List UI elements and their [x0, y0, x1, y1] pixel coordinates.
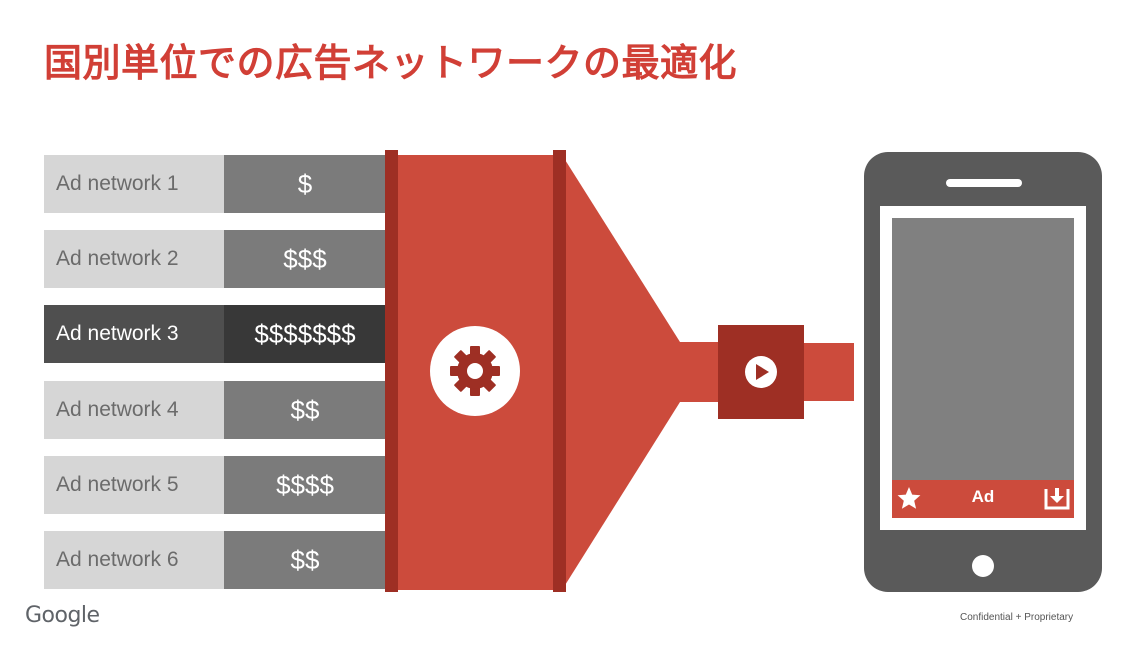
gear-icon — [430, 326, 520, 416]
ad-label: Ad — [971, 487, 995, 506]
ad-network-row: Ad network 5 $$$$ — [44, 456, 386, 514]
ad-network-value: $$$$ — [224, 456, 386, 514]
ad-network-value: $$ — [224, 531, 386, 589]
star-icon — [897, 487, 921, 509]
play-icon — [745, 356, 777, 388]
funnel — [385, 150, 720, 592]
ad-network-name: Ad network 1 — [44, 155, 224, 213]
ad-network-row-highlighted: Ad network 3 $$$$$$$ — [44, 305, 386, 363]
ad-network-name: Ad network 2 — [44, 230, 224, 288]
ad-network-name: Ad network 6 — [44, 531, 224, 589]
ad-network-value: $ — [224, 155, 386, 213]
ad-network-name: Ad network 5 — [44, 456, 224, 514]
slide-title: 国別単位での広告ネットワークの最適化 — [44, 41, 738, 85]
ad-network-row: Ad network 2 $$$ — [44, 230, 386, 288]
download-icon — [1044, 488, 1070, 510]
pipe-connector — [718, 325, 854, 419]
ad-network-name: Ad network 4 — [44, 381, 224, 439]
ad-network-name: Ad network 3 — [44, 305, 224, 363]
ad-network-row: Ad network 6 $$ — [44, 531, 386, 589]
ad-network-row: Ad network 4 $$ — [44, 381, 386, 439]
google-logo: Google — [25, 603, 100, 628]
ad-network-value: $$ — [224, 381, 386, 439]
ad-network-value: $$$ — [224, 230, 386, 288]
confidentiality-notice: Confidential + Proprietary — [960, 612, 1074, 623]
ad-network-value: $$$$$$$ — [224, 305, 386, 363]
ad-network-row: Ad network 1 $ — [44, 155, 386, 213]
phone-device — [864, 152, 1102, 592]
